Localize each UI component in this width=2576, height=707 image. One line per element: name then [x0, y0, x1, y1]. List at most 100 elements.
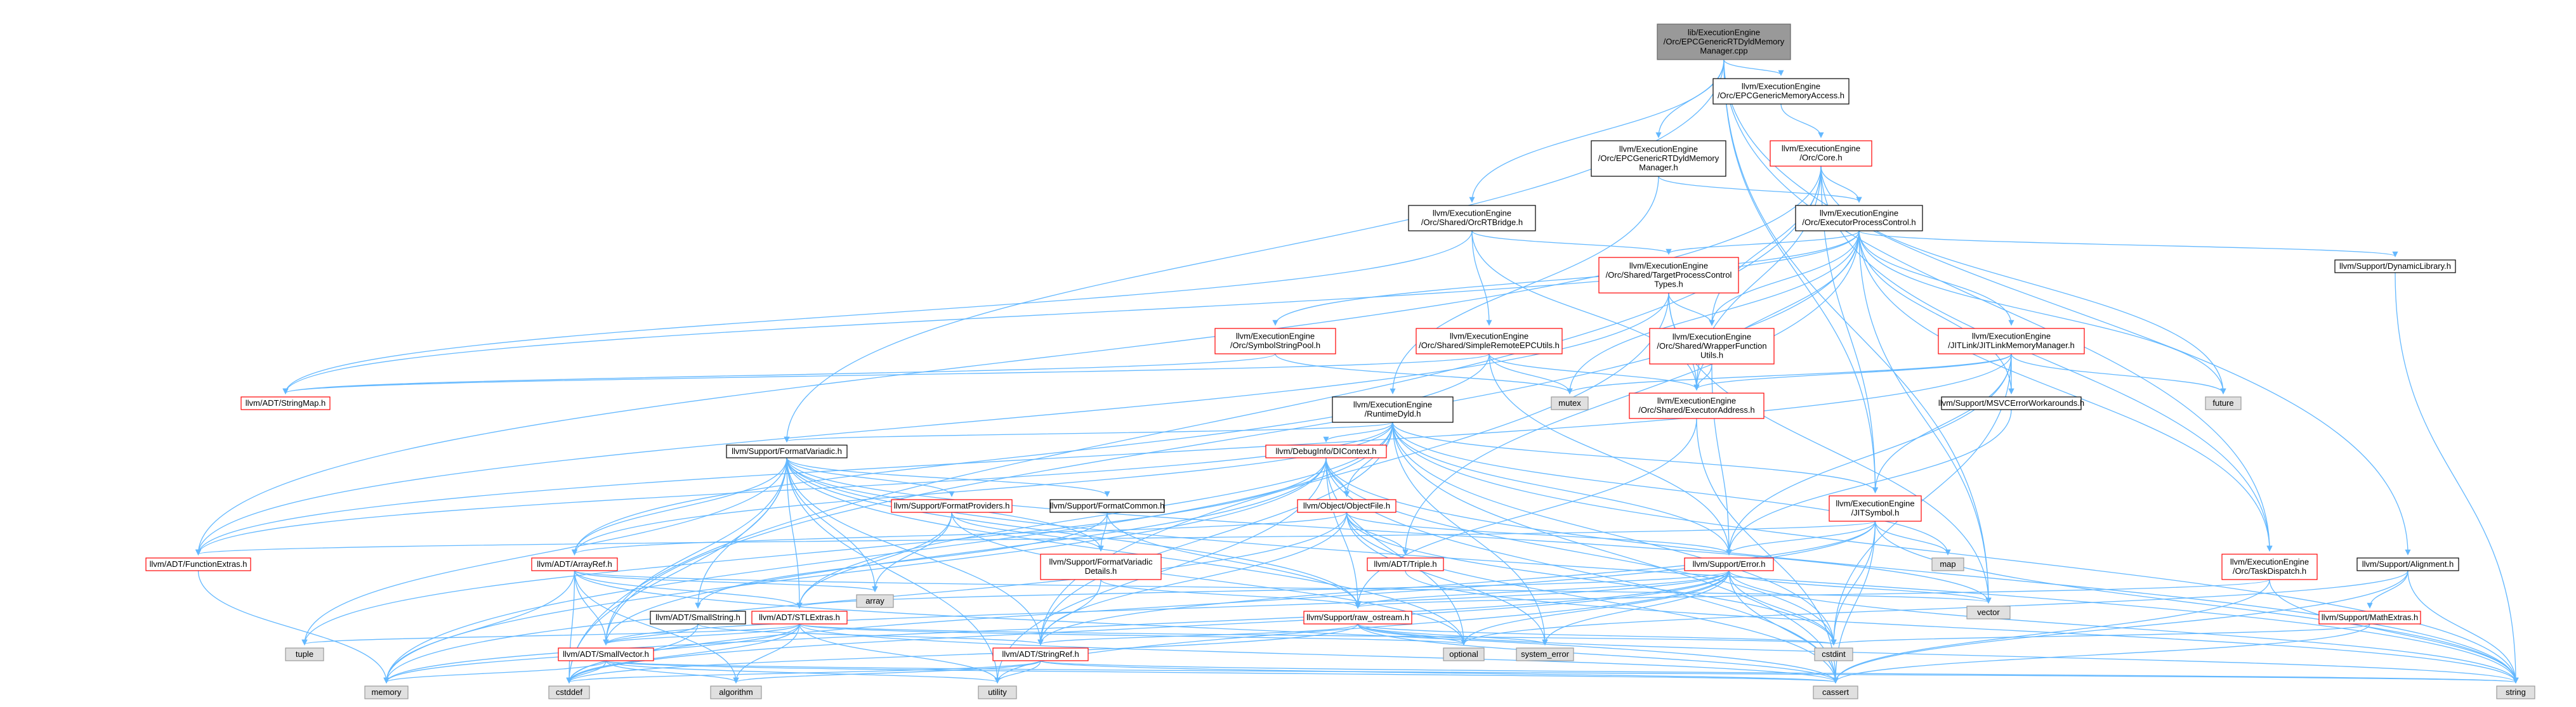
node-objectfile[interactable]: llvm/Object/ObjectFile.h — [1297, 499, 1396, 513]
node-stlextras[interactable]: llvm/ADT/STLExtras.h — [751, 611, 848, 625]
edge-epc-to-jitlinkmm — [1858, 230, 2014, 326]
node-taskdispatch[interactable]: llvm/ExecutionEngine/Orc/TaskDispatch.h — [2221, 554, 2318, 580]
edge-jitlinkmm-to-execaddr — [1693, 353, 2012, 391]
node-label-smallstring-line-1: llvm/ADT/SmallString.h — [655, 613, 740, 622]
edge-stlextras-to-cstdint — [799, 623, 1836, 645]
node-jitlinkmm[interactable]: llvm/ExecutionEngine/JITLink/JITLinkMemo… — [1938, 328, 2085, 354]
node-label-stringmap-line-1: llvm/ADT/StringMap.h — [246, 398, 325, 408]
node-box-triple — [1367, 557, 1444, 571]
edge-arrayref-to-array — [574, 570, 878, 592]
node-label-rtdyld-line-1: llvm/ExecutionEngine — [1353, 400, 1432, 410]
edge-formatvariadic-to-formatproviders — [786, 457, 955, 497]
edge-stringref-to-cstddef — [566, 660, 1041, 684]
edge-rawostream-to-optional — [1357, 623, 1467, 645]
edge-smallvector-to-string — [605, 660, 2518, 684]
node-label-algorithm-line-1: algorithm — [719, 687, 752, 697]
node-box-cstdint — [1814, 647, 1853, 661]
edge-jitsymbol-to-functionextras — [195, 521, 1876, 555]
node-formatcommon[interactable]: llvm/Support/FormatCommon.h — [1049, 499, 1165, 513]
edge-formatvariadic-to-tuple — [301, 457, 787, 645]
node-functionextras[interactable]: llvm/ADT/FunctionExtras.h — [145, 557, 251, 571]
node-box-msvcerr — [1941, 396, 2082, 410]
node-label-memory-line-1: memory — [372, 687, 402, 697]
node-box-tuple — [285, 647, 324, 661]
edge-tpctypes-to-wrapperfn — [1668, 292, 1715, 326]
edge-symstrpool-to-mutex — [1275, 353, 1573, 394]
node-dynlib[interactable]: llvm/Support/DynamicLibrary.h — [2334, 259, 2456, 273]
node-box-string — [2496, 685, 2535, 699]
node-msvcerr[interactable]: llvm/Support/MSVCErrorWorkarounds.h — [1938, 396, 2084, 410]
edge-jitsymbol-to-stringref — [1037, 521, 1876, 645]
node-label-string-line-1: string — [2506, 687, 2526, 697]
node-wrapperfn[interactable]: llvm/ExecutionEngine/Orc/Shared/WrapperF… — [1649, 328, 1775, 365]
edge-epc-to-stringmap — [282, 230, 1860, 394]
node-dicontext[interactable]: llvm/DebugInfo/DIContext.h — [1265, 444, 1387, 458]
node-epc[interactable]: llvm/ExecutionEngine/Orc/ExecutorProcess… — [1795, 205, 1923, 231]
node-error[interactable]: llvm/Support/Error.h — [1684, 557, 1774, 571]
node-epcrtdyld_h[interactable]: llvm/ExecutionEngine/Orc/EPCGenericRTDyl… — [1591, 140, 1726, 177]
edge-rawostream-to-cassert — [1357, 623, 1839, 684]
edge-jitlinkmm-to-mutex — [1567, 353, 2012, 394]
node-symstrpool[interactable]: llvm/ExecutionEngine/Orc/SymbolStringPoo… — [1214, 328, 1336, 354]
node-root[interactable]: lib/ExecutionEngine/Orc/EPCGenericRTDyld… — [1657, 23, 1791, 60]
node-jitsymbol[interactable]: llvm/ExecutionEngine/JITSymbol.h — [1829, 495, 1922, 522]
edge-formatvariadic-to-arrayref — [571, 457, 787, 555]
edge-epcrtdyld_h-to-epc — [1658, 176, 1862, 203]
edge-dicontext-to-tuple — [301, 457, 1327, 645]
edge-epc-to-dynlib — [1858, 230, 2398, 257]
edge-formatvariadic-to-vector — [786, 457, 1992, 604]
edge-taskdispatch-to-string — [2269, 579, 2519, 684]
edge-smallvector-to-cassert — [605, 660, 1838, 684]
node-mathextras[interactable]: llvm/Support/MathExtras.h — [2318, 611, 2421, 625]
node-formatvariadic[interactable]: llvm/Support/FormatVariadic.h — [726, 444, 848, 458]
node-rawostream[interactable]: llvm/Support/raw_ostream.h — [1303, 611, 1412, 625]
node-box-execaddr — [1629, 392, 1764, 419]
edge-stlextras-to-optional — [799, 623, 1466, 645]
node-string: string — [2496, 685, 2535, 699]
node-label-core-line-2: /Orc/Core.h — [1799, 153, 1842, 162]
node-label-functionextras-line-1: llvm/ADT/FunctionExtras.h — [150, 559, 247, 569]
node-box-symstrpool — [1214, 328, 1336, 354]
node-box-formatproviders — [891, 499, 1013, 513]
edge-simpleremote-to-stringmap — [282, 353, 1490, 394]
node-stringmap[interactable]: llvm/ADT/StringMap.h — [240, 396, 331, 410]
node-label-root-line-2: /Orc/EPCGenericRTDyldMemory — [1664, 37, 1785, 46]
edge-rtdyld-to-dicontext — [1323, 422, 1393, 443]
edge-arrayref-to-algorithm — [574, 570, 739, 684]
node-simpleremote[interactable]: llvm/ExecutionEngine/Orc/Shared/SimpleRe… — [1416, 328, 1563, 354]
node-smallvector[interactable]: llvm/ADT/SmallVector.h — [558, 647, 654, 661]
node-label-mathextras-line-1: llvm/Support/MathExtras.h — [2322, 613, 2418, 622]
node-epcmemaccess[interactable]: llvm/ExecutionEngine/Orc/EPCGenericMemor… — [1712, 78, 1850, 105]
node-formatproviders[interactable]: llvm/Support/FormatProviders.h — [891, 499, 1013, 513]
node-vector: vector — [1966, 606, 2011, 619]
node-label-root-line-1: lib/ExecutionEngine — [1688, 27, 1760, 37]
node-execaddr[interactable]: llvm/ExecutionEngine/Orc/Shared/Executor… — [1629, 392, 1764, 419]
node-tuple: tuple — [285, 647, 324, 661]
edge-triple-to-string — [1405, 570, 2519, 684]
node-tpctypes[interactable]: llvm/ExecutionEngine/Orc/Shared/TargetPr… — [1598, 257, 1739, 294]
edge-root-to-taskdispatch — [1723, 59, 2273, 552]
node-core[interactable]: llvm/ExecutionEngine/Orc/Core.h — [1770, 140, 1872, 167]
edge-execaddr-to-rawostream — [1355, 418, 1697, 609]
node-box-functionextras — [145, 557, 251, 571]
node-triple[interactable]: llvm/ADT/Triple.h — [1367, 557, 1444, 571]
node-box-alignment — [2356, 557, 2459, 571]
node-arrayref[interactable]: llvm/ADT/ArrayRef.h — [531, 557, 618, 571]
node-rtdyld[interactable]: llvm/ExecutionEngine/RuntimeDyld.h — [1332, 396, 1454, 423]
node-alignment[interactable]: llvm/Support/Alignment.h — [2356, 557, 2459, 571]
edge-smallvector-to-memory — [383, 660, 607, 684]
node-label-future-line-1: future — [2212, 398, 2233, 408]
edge-core-to-taskdispatch — [1820, 165, 2273, 552]
node-box-smallvector — [558, 647, 654, 661]
edge-alignment-to-string — [2407, 570, 2519, 684]
edge-core-to-epc — [1820, 165, 1862, 203]
node-label-fvdetails-line-2: Details.h — [1085, 566, 1117, 576]
edge-error-to-cassert — [1728, 570, 1839, 684]
edge-jitlinkmm-to-functionextras — [195, 353, 2012, 555]
node-box-mathextras — [2318, 611, 2421, 625]
node-rtbridge[interactable]: llvm/ExecutionEngine/Orc/Shared/OrcRTBri… — [1408, 205, 1536, 231]
node-smallstring[interactable]: llvm/ADT/SmallString.h — [650, 611, 746, 625]
edge-epc-to-taskdispatch — [1858, 230, 2273, 552]
node-stringref[interactable]: llvm/ADT/StringRef.h — [992, 647, 1089, 661]
